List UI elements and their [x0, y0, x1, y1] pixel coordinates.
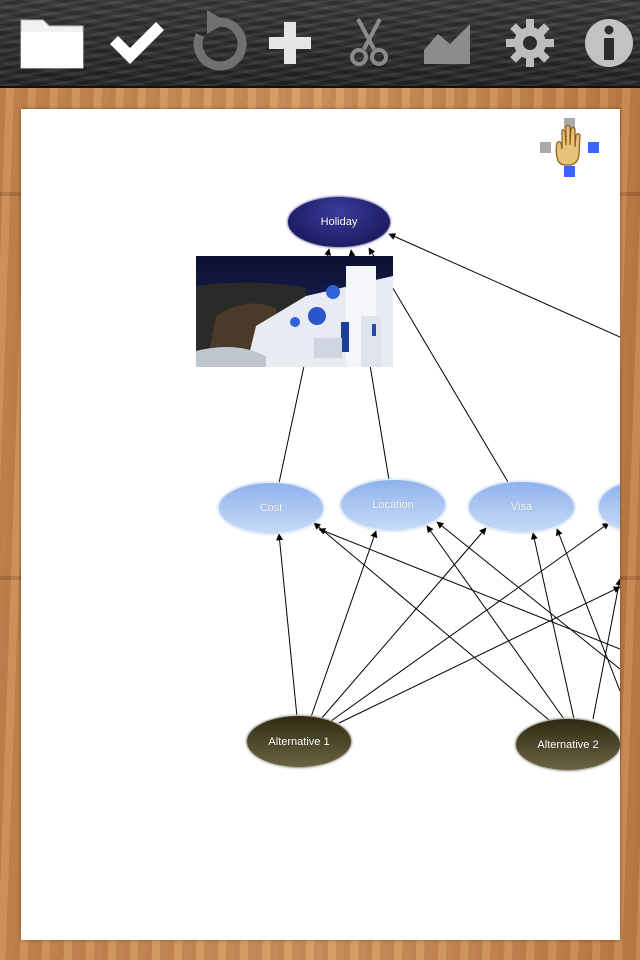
criterion-node-location[interactable]: Location [340, 479, 446, 531]
pan-down-handle[interactable] [564, 166, 575, 177]
alternative-node-1[interactable]: Alternative 1 [246, 715, 352, 768]
hand-icon [555, 124, 581, 166]
settings-button[interactable] [493, 8, 567, 78]
photo-image [196, 256, 393, 367]
undo-icon [193, 10, 247, 71]
edge-offscreen-cost [318, 528, 620, 650]
edge-offscreen-holiday [388, 233, 620, 338]
criterion-node-cost[interactable]: Cost [218, 482, 324, 534]
edge-alt2-cost [313, 522, 550, 721]
checkmark-icon [110, 22, 164, 64]
cut-button[interactable] [332, 8, 406, 78]
folder-icon [20, 19, 84, 69]
edge-alt1-location [310, 530, 378, 718]
pan-right-handle[interactable] [588, 142, 599, 153]
edge-alt1-visa [320, 527, 487, 720]
info-icon [585, 19, 633, 67]
edge-alt1-crit4 [330, 522, 610, 722]
done-button[interactable] [98, 8, 172, 78]
gear-icon [506, 19, 554, 67]
diagram-canvas[interactable]: Holiday Cost Location Visa Alternative 1… [21, 109, 620, 940]
scissors-icon [350, 18, 388, 66]
criterion-node-label: Location [372, 499, 414, 511]
criterion-node-label: Visa [510, 501, 533, 513]
chart-icon [424, 24, 470, 64]
edge-alt1-cost [276, 533, 298, 718]
goal-node-label: Holiday [320, 216, 358, 228]
goal-photo[interactable] [196, 256, 393, 367]
chart-button[interactable] [410, 8, 484, 78]
edge-offscreen-visa [556, 528, 620, 692]
goal-node[interactable]: Holiday [287, 196, 391, 248]
info-button[interactable] [572, 8, 640, 78]
pan-left-handle[interactable] [540, 142, 551, 153]
pan-control[interactable] [538, 117, 600, 179]
pan-up-handle[interactable] [564, 118, 575, 129]
edge-alt2-visa [530, 532, 575, 720]
edge-alt2-crit4 [592, 578, 620, 720]
edge-alt2-location [426, 525, 565, 720]
open-button[interactable] [15, 8, 89, 78]
edge-offscreen-location [436, 521, 620, 670]
alternative-node-2[interactable]: Alternative 2 [515, 718, 620, 771]
add-button[interactable] [253, 8, 327, 78]
alternative-node-label: Alternative 2 [537, 738, 599, 751]
criterion-node-label: Cost [259, 502, 283, 514]
edge-alt1-offscreen [338, 586, 620, 724]
plus-icon [269, 22, 311, 64]
alternative-node-label: Alternative 1 [268, 735, 330, 748]
toolbar [0, 0, 640, 88]
undo-button[interactable] [183, 8, 257, 78]
criterion-node-visa[interactable]: Visa [468, 481, 575, 533]
